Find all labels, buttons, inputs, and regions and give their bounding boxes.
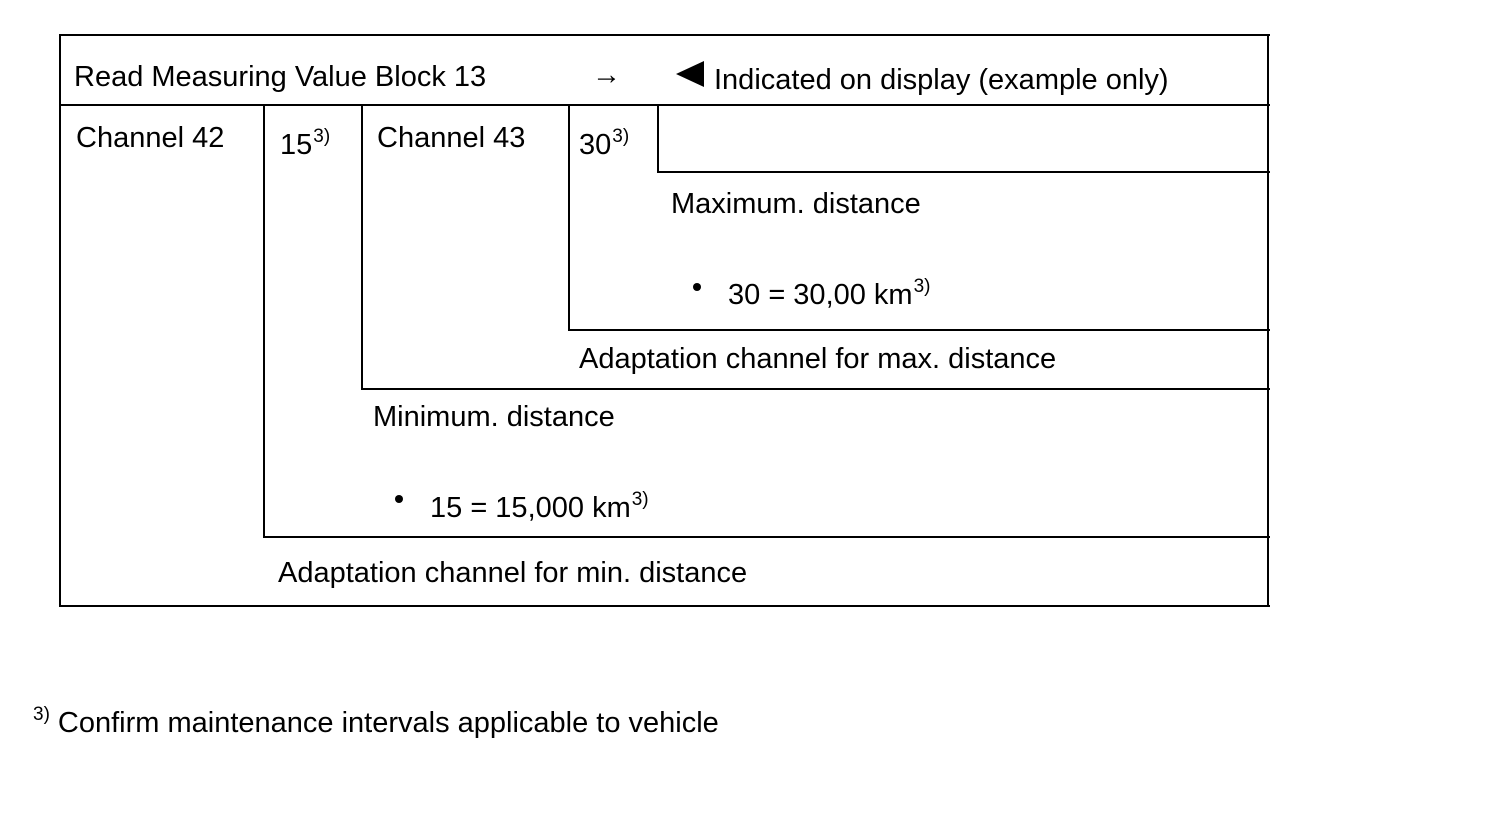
bracket-display-bottom [657,171,1270,173]
frame-right [1267,34,1269,607]
value-30-footnote-marker: 3) [612,126,630,147]
max-bullet-icon [693,283,701,291]
bracket-channel43-bottom [361,388,1270,390]
value-30: 303) [579,126,630,166]
frame-left [59,34,61,607]
min-footnote-marker: 3) [631,489,649,510]
footnote-marker: 3) [33,704,50,725]
bracket-display-left [657,104,659,173]
max-distance-value: 30 = 30,00 km [728,279,913,311]
bracket-channel43-left [361,104,363,390]
bracket-min-bottom [263,536,1270,538]
footnote: 3) Confirm maintenance intervals applicab… [32,704,719,744]
display-note: Indicated on display (example only) [714,64,1169,96]
value-15-footnote-marker: 3) [313,126,331,147]
max-distance-item: 30 = 30,00 km3) [728,276,931,316]
bracket-max-left [568,104,570,331]
arrow-icon: → [592,59,621,91]
min-distance-item: 15 = 15,000 km3) [430,489,649,529]
bracket-max-bottom [568,329,1270,331]
channel-43-label: Channel 43 [377,122,526,154]
frame-bottom [59,605,1270,607]
min-distance-caption: Adaptation channel for min. distance [278,557,748,589]
min-distance-value: 15 = 15,000 km [430,492,631,524]
frame-top [59,34,1270,36]
min-bullet-icon [395,495,403,503]
value-15-number: 15 [280,129,313,161]
value-30-number: 30 [579,129,612,161]
header-divider [59,104,1270,106]
footnote-text: Confirm maintenance intervals applicable… [57,707,719,739]
header-title: Read Measuring Value Block 13 [74,61,487,93]
bracket-min-left [263,104,265,538]
channel-42-label: Channel 42 [76,122,225,154]
min-distance-label: Minimum. distance [373,401,615,433]
value-15: 153) [280,126,331,166]
max-distance-label: Maximum. distance [671,188,921,220]
max-distance-caption: Adaptation channel for max. distance [579,343,1057,375]
display-pointer-icon [676,61,704,87]
max-footnote-marker: 3) [913,276,931,297]
